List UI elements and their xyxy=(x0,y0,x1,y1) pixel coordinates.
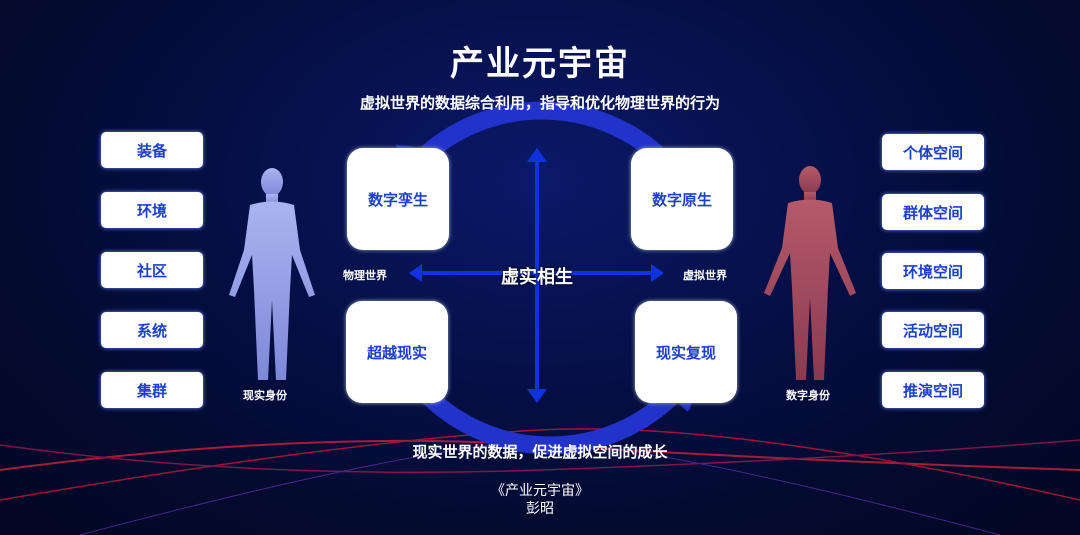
right-item-environment-space: 环境空间 xyxy=(882,253,984,289)
axis-label-virtual-world: 虚拟世界 xyxy=(683,269,727,282)
bottom-cycle-arrow xyxy=(404,372,683,455)
quadrant-beyond-reality: 超越现实 xyxy=(346,301,448,403)
top-description: 虚拟世界的数据综合利用，指导和优化物理世界的行为 xyxy=(359,94,720,112)
quadrant-digital-native: 数字原生 xyxy=(631,148,733,250)
real-identity-human-figure xyxy=(229,168,315,380)
left-item-cluster: 集群 xyxy=(101,372,203,408)
real-identity-label: 现实身份 xyxy=(243,389,287,402)
quadrant-digital-twin: 数字孪生 xyxy=(347,148,449,250)
digital-identity-human-figure xyxy=(764,166,856,380)
left-item-community: 社区 xyxy=(101,252,203,288)
source-author: 彭昭 xyxy=(526,501,554,517)
left-item-environment: 环境 xyxy=(101,192,203,228)
left-item-equipment: 装备 xyxy=(101,132,203,168)
right-item-group-space: 群体空间 xyxy=(882,194,984,230)
left-item-system: 系统 xyxy=(101,312,203,348)
vertical-axis-arrow xyxy=(527,148,547,403)
quadrant-reality-reproduction: 现实复现 xyxy=(635,301,737,403)
right-item-activity-space: 活动空间 xyxy=(882,312,984,348)
source-credit: 《产业元宇宙》 彭昭 xyxy=(0,482,1080,518)
digital-identity-label: 数字身份 xyxy=(786,389,830,402)
page-title: 产业元宇宙 xyxy=(450,44,630,84)
horizontal-axis-arrow xyxy=(409,264,664,282)
axis-label-physical-world: 物理世界 xyxy=(343,269,387,282)
right-item-simulation-space: 推演空间 xyxy=(882,372,984,408)
right-item-individual-space: 个体空间 xyxy=(882,134,984,170)
source-book: 《产业元宇宙》 xyxy=(491,483,589,499)
center-label: 虚实相生 xyxy=(501,267,573,288)
bottom-description: 现实世界的数据，促进虚拟空间的成长 xyxy=(412,443,668,461)
